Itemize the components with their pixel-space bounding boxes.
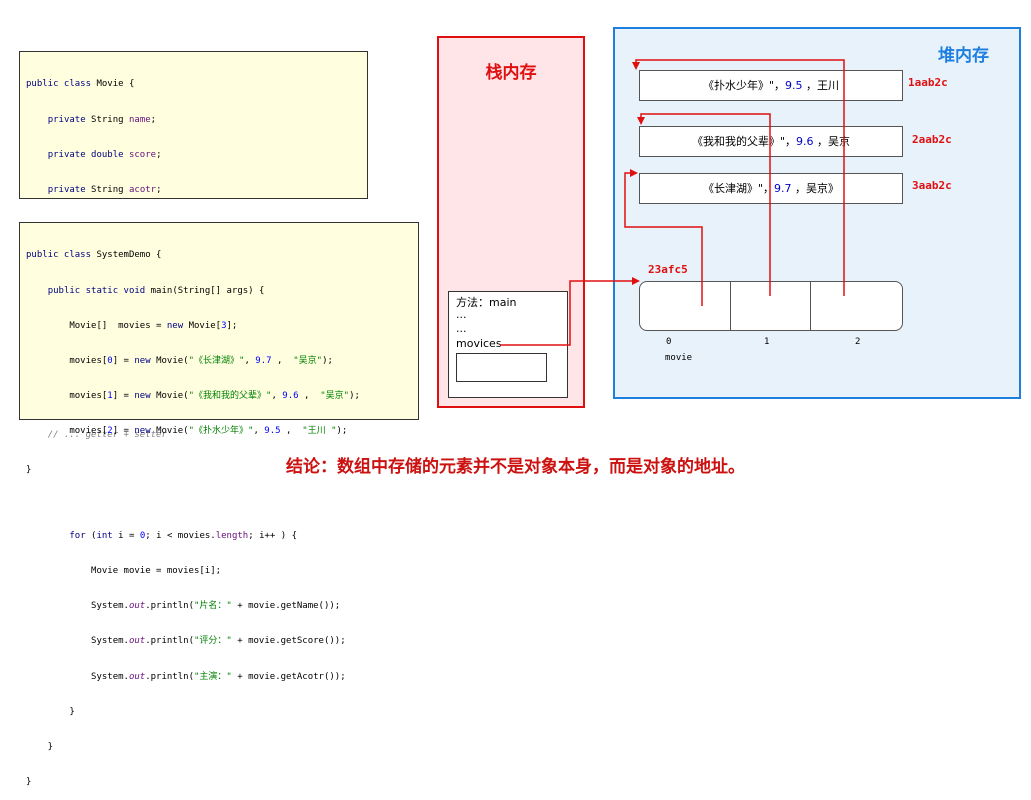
frame-ellipsis: ...: [456, 308, 467, 321]
object-address-1: 1aab2c: [908, 76, 948, 89]
movie-object-2: 《我和我的父辈》"，9.6 ，吴京: [639, 126, 903, 157]
array-cell-divider: [810, 282, 811, 330]
movie-score: 9.5: [785, 79, 803, 92]
code-line: movies[0] = new Movie("《长津湖》", 9.7 , "吴京…: [26, 355, 333, 366]
movie-name: 《扑水少年》": [702, 79, 775, 92]
code-line: System.out.println("主演：" + movie.getAcot…: [26, 671, 346, 682]
code-line: System.out.println("片名：" + movie.getName…: [26, 601, 341, 612]
stack-to-array-arrow: [500, 277, 640, 346]
code-line: }: [26, 741, 54, 752]
heap-memory-title: 堆内存: [938, 46, 989, 66]
array-index-2: 2: [855, 337, 861, 347]
code-line: }: [26, 706, 75, 717]
index0-to-object3-arrow: [624, 169, 703, 306]
code-line: }: [26, 465, 32, 476]
movie-object-1: 《扑水少年》"，9.5 ，王川: [639, 70, 903, 101]
frame-method-label: 方法：main: [456, 296, 517, 309]
code-line: Movie[] movies = new Movie[3];: [26, 320, 238, 331]
code-line: public class SystemDemo {: [26, 250, 162, 261]
movie-array: [639, 281, 903, 331]
code-line: private double score;: [47, 149, 162, 160]
code-line: private String acotr;: [47, 184, 162, 195]
code-line: }: [26, 776, 32, 787]
code-line: movies[2] = new Movie("《扑水少年》", 9.5 , "王…: [26, 425, 348, 436]
reference-arrows: [500, 59, 845, 346]
movie-score: 9.7: [774, 182, 792, 195]
array-cell-divider: [730, 282, 731, 330]
array-index-1: 1: [764, 337, 770, 347]
code-line: Movie movie = movies[i];: [26, 566, 222, 577]
conclusion-text: 结论：数组中存储的元素并不是对象本身，而是对象的地址。: [286, 457, 745, 477]
code-line: movies[1] = new Movie("《我和我的父辈》", 9.6 , …: [26, 390, 360, 401]
code-line: public static void main(String[] args) {: [47, 285, 265, 296]
code-line: System.out.println("评分：" + movie.getScor…: [26, 636, 346, 647]
array-index-0: 0: [666, 337, 672, 347]
object-address-2: 2aab2c: [912, 133, 952, 146]
frame-variable-label: movices: [456, 337, 502, 350]
movie-object-3: 《长津湖》"，9.7 ，吴京》: [639, 173, 903, 204]
code-line: private String name;: [47, 114, 157, 125]
movies-variable-slot: [456, 353, 547, 382]
movie-actor: 吴京》: [806, 182, 840, 195]
code-line: for (int i = 0; i < movies.length; i++ )…: [69, 531, 298, 542]
index2-to-object1-arrow: [632, 59, 845, 296]
stack-memory-title: 栈内存: [485, 63, 537, 83]
code-line: public class Movie {: [26, 79, 135, 90]
movie-actor: 王川: [817, 79, 840, 92]
movie-name: 《长津湖》": [702, 182, 764, 195]
movie-name: 《我和我的父辈》": [691, 135, 786, 148]
movie-score: 9.6: [796, 135, 814, 148]
array-variable-label: movie: [665, 353, 693, 363]
index1-to-object2-arrow: [637, 113, 771, 296]
frame-ellipsis: ...: [456, 322, 467, 335]
array-address: 23afc5: [648, 263, 688, 276]
object-address-3: 3aab2c: [912, 179, 952, 192]
code-line: // ... getter + setter: [47, 430, 167, 441]
